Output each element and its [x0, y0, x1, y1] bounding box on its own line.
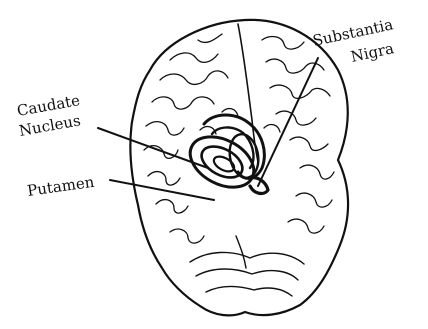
- label-putamen: Putamen: [26, 173, 96, 200]
- longitudinal-fissure: [238, 24, 258, 162]
- label-nigra: Nigra: [349, 39, 395, 66]
- substantia-nigra-leader: [258, 58, 318, 186]
- brain-gyri: [144, 34, 334, 243]
- putamen-leader: [110, 180, 214, 200]
- cerebellum: [190, 236, 304, 296]
